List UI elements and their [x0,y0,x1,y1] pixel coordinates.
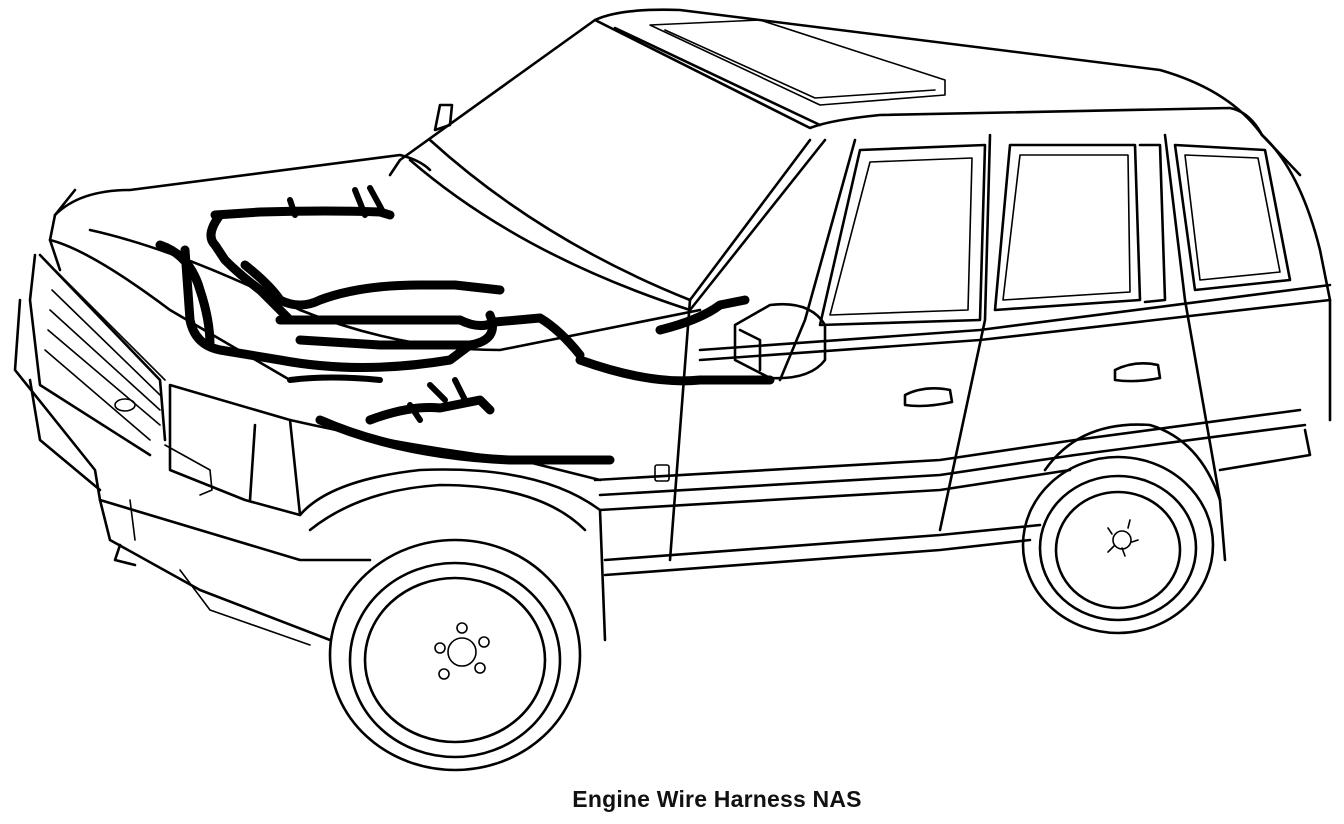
figure-caption: Engine Wire Harness NAS [572,786,862,812]
vehicle-body [13,8,1332,772]
engine-wire-harness [155,185,775,465]
